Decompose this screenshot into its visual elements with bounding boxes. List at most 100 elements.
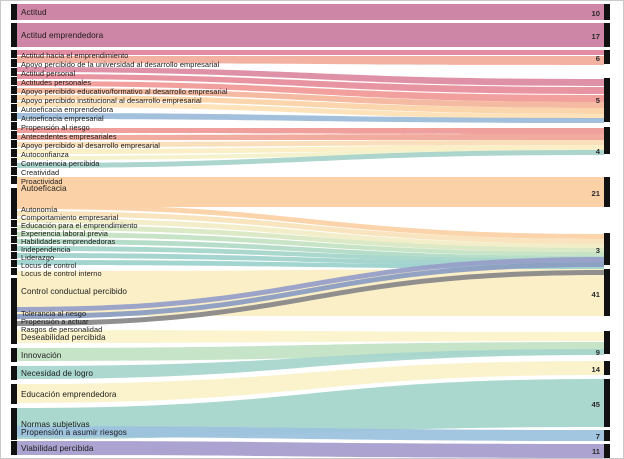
sankey-link: [17, 441, 604, 458]
sankey-node-left[interactable]: [11, 23, 17, 47]
sankey-node-right[interactable]: [604, 127, 610, 154]
sankey-node-right[interactable]: [604, 444, 610, 458]
node-label: Locus de control interno: [21, 269, 102, 278]
sankey-node-left[interactable]: [11, 408, 17, 440]
sankey-link: [17, 67, 604, 86]
sankey-node-right[interactable]: [604, 379, 610, 427]
sankey-node-right[interactable]: [604, 4, 610, 20]
sankey-link: [17, 134, 604, 140]
node-label: Apoyo percibido al desarrollo empresaria…: [21, 141, 161, 150]
node-value: 5: [595, 96, 600, 105]
sankey-link: [17, 379, 604, 439]
sankey-node-right[interactable]: [604, 361, 610, 375]
node-value: 7: [595, 432, 600, 441]
node-label: Propensión a asumir riesgos: [21, 428, 127, 437]
sankey-node-left[interactable]: [11, 158, 17, 166]
sankey-link: [17, 74, 604, 94]
node-value: 45: [591, 400, 600, 409]
sankey-node-left[interactable]: [11, 316, 17, 323]
sankey-node-right[interactable]: [604, 177, 610, 207]
sankey-node-left[interactable]: [11, 140, 17, 148]
sankey-link: [17, 342, 604, 361]
sankey-node-left[interactable]: [11, 384, 17, 404]
sankey-link: [17, 246, 604, 263]
sankey-node-left[interactable]: [11, 228, 17, 235]
node-label: Conveniencia percibida: [21, 159, 100, 168]
sankey-node-right[interactable]: [604, 23, 610, 47]
sankey-node-left[interactable]: [11, 204, 17, 211]
sankey-node-left[interactable]: [11, 366, 17, 380]
sankey-link: [17, 204, 604, 239]
sankey-link: [17, 426, 604, 441]
sankey-link: [17, 81, 604, 102]
sankey-node-right[interactable]: [604, 233, 610, 265]
sankey-link: [17, 270, 604, 326]
sankey-node-left[interactable]: [11, 260, 17, 267]
sankey-link: [17, 4, 604, 20]
sankey-link: [17, 225, 604, 252]
node-label: Locus de control: [21, 261, 77, 270]
sankey-node-left[interactable]: [11, 244, 17, 251]
node-value: 3: [595, 246, 600, 255]
sankey-node-left[interactable]: [11, 104, 17, 112]
sankey-node-left[interactable]: [11, 308, 17, 315]
sankey-node-right[interactable]: [604, 430, 610, 441]
sankey-node-left[interactable]: [11, 77, 17, 85]
sankey-node-left[interactable]: [11, 212, 17, 219]
node-label: Autoconfianza: [21, 150, 69, 159]
sankey-node-left[interactable]: [11, 149, 17, 157]
sankey-link: [17, 88, 604, 108]
node-label: Normas subjetivas: [21, 420, 90, 429]
node-value: 14: [591, 365, 600, 374]
sankey-node-right[interactable]: [604, 50, 610, 64]
node-label: Proactividad: [21, 177, 63, 186]
sankey-node-left[interactable]: [11, 324, 17, 331]
sankey-link: [17, 177, 604, 207]
sankey-node-left[interactable]: [11, 131, 17, 139]
node-value: 10: [591, 9, 600, 18]
node-label: Autoeficacia emprendedora: [21, 105, 114, 114]
sankey-node-right[interactable]: [604, 78, 610, 122]
node-label: Comportamiento empresarial: [21, 213, 119, 222]
node-value: 6: [595, 54, 600, 63]
sankey-node-left[interactable]: [11, 268, 17, 275]
sankey-node-left[interactable]: [11, 59, 17, 67]
sankey-node-left[interactable]: [11, 441, 17, 455]
node-label: Propensión al riesgo: [21, 123, 90, 132]
sankey-node-left[interactable]: [11, 113, 17, 121]
node-label: Actitud emprendedora: [21, 31, 104, 40]
sankey-node-left[interactable]: [11, 252, 17, 259]
node-label: Apoyo percibido institucional al desarro…: [21, 96, 202, 105]
sankey-node-left[interactable]: [11, 95, 17, 103]
node-label: Creatividad: [21, 168, 60, 177]
sankey-node-left[interactable]: [11, 236, 17, 243]
node-value: 41: [591, 290, 600, 299]
sankey-node-left[interactable]: [11, 220, 17, 227]
sankey-node-left[interactable]: [11, 68, 17, 76]
sankey-link: [17, 150, 604, 168]
sankey-node-left[interactable]: [11, 122, 17, 130]
sankey-link: [17, 95, 604, 114]
node-label: Actitud hacia el emprendimiento: [21, 51, 129, 60]
sankey-node-right[interactable]: [604, 269, 610, 316]
sankey-node-left[interactable]: [11, 330, 17, 344]
sankey-node-left[interactable]: [11, 176, 17, 184]
node-label: Actitud personal: [21, 69, 76, 78]
node-label: Rasgos de personalidad: [21, 325, 103, 334]
sankey-node-left[interactable]: [11, 4, 17, 20]
sankey-node-left[interactable]: [11, 278, 17, 325]
sankey-node-left[interactable]: [11, 50, 17, 58]
sankey-node-left[interactable]: [11, 86, 17, 94]
sankey-link: [17, 140, 604, 147]
sankey-node-right[interactable]: [604, 331, 610, 354]
node-label: Propensión a actuar: [21, 317, 89, 326]
sankey-node-left[interactable]: [11, 348, 17, 362]
sankey-node-left[interactable]: [11, 188, 17, 218]
node-label: Innovación: [21, 351, 62, 360]
node-label: Actitudes personales: [21, 78, 92, 87]
sankey-node-left[interactable]: [11, 426, 17, 437]
sankey-link: [17, 239, 604, 260]
sankey-node-left[interactable]: [11, 167, 17, 175]
